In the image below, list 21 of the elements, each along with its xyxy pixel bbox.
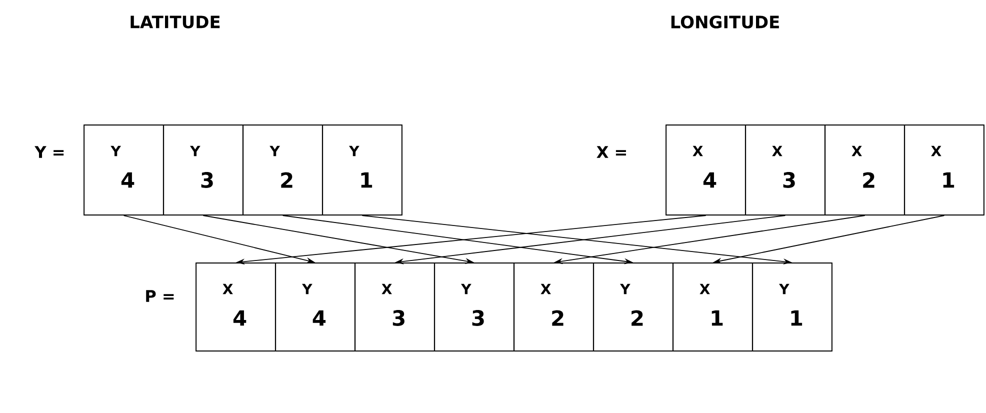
- register-cell: Y 2: [592, 262, 674, 352]
- register-cell: X 2: [514, 262, 594, 352]
- register-cell: Y 1: [322, 124, 402, 216]
- register-cell: X 4: [196, 262, 276, 352]
- register-cell: X 2: [824, 124, 906, 216]
- register-cell: Y 3: [162, 124, 244, 216]
- register-cell: X 1: [672, 262, 754, 352]
- register-label: P =: [146, 290, 174, 302]
- register-cell: X 4: [666, 124, 746, 216]
- heading: LONGITUDE: [671, 16, 779, 28]
- register-label: X =: [596, 146, 626, 158]
- register-cell: Y 1: [752, 262, 832, 352]
- register-cell: X 1: [904, 124, 984, 216]
- register-cell: X 3: [744, 124, 826, 216]
- register-cell: X 3: [354, 262, 436, 352]
- register-cell: Y 3: [434, 262, 514, 352]
- register-cell: Y 4: [274, 262, 356, 352]
- register-label: Y =: [34, 146, 64, 158]
- register-cell: Y 4: [84, 124, 164, 216]
- register-cell: Y 2: [242, 124, 324, 216]
- heading: LATITUDE: [130, 16, 220, 28]
